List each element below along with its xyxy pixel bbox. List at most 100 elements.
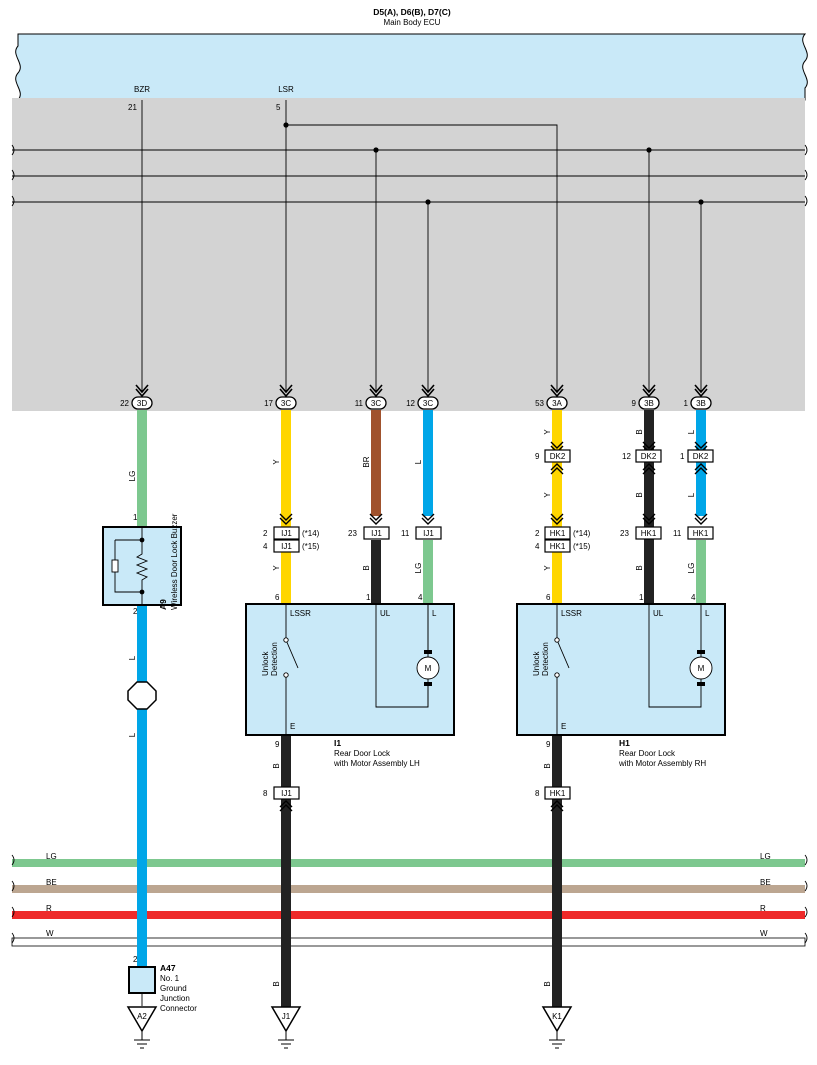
ecu-connector-pin: 12 [406, 399, 415, 408]
rh-motor-m: M [698, 664, 705, 673]
dk2-pin-1: 1 [680, 452, 685, 461]
bus-label-w-right: W [760, 929, 768, 938]
hk1-label-l: HK1 [693, 529, 709, 538]
label-y-5: Y [543, 565, 552, 571]
a47-line2: Ground [160, 984, 187, 993]
label-b-5: B [635, 492, 644, 497]
ij1-label-ul: IJ1 [371, 529, 382, 538]
ecu-connector-label: 3A [552, 399, 562, 408]
rh-unlock: Unlock [532, 651, 541, 676]
ecu-connector-pin: 22 [120, 399, 129, 408]
ecu-connector-label: 3B [696, 399, 706, 408]
label-b-2: B [272, 763, 281, 768]
ecu-connector-label: 3C [423, 399, 433, 408]
ecu-connector-3b-1: 3B1 [684, 384, 712, 410]
bus-label-r-right: R [760, 904, 766, 913]
dk2-connectors: DK2 9 DK2 12 DK2 1 [535, 441, 714, 475]
ij1-label-e: IJ1 [281, 789, 292, 798]
lh-pin-6: 6 [275, 593, 280, 602]
dk2-label-2: DK2 [641, 452, 657, 461]
lh-detection: Detection [270, 642, 279, 676]
a47-line3: Junction [160, 994, 190, 1003]
rh-label-lssr: LSSR [561, 609, 582, 618]
rh-name-1: Rear Door Lock [619, 749, 676, 758]
lh-label-lssr: LSSR [290, 609, 311, 618]
hk1-note-14: (*14) [573, 529, 591, 538]
lh-name-2: with Motor Assembly LH [333, 759, 420, 768]
buzzer-pin-2: 2 [133, 607, 138, 616]
ecu-pin-name-lsr: LSR [278, 85, 294, 94]
rh-label-e: E [561, 722, 566, 731]
buzzer-code: A9 [158, 599, 168, 610]
hk1-pin-23: 23 [620, 529, 629, 538]
rh-label-ul: UL [653, 609, 664, 618]
wires-over-bus [137, 850, 562, 1008]
bus-label-w-left: W [46, 929, 54, 938]
dk2-pin-12: 12 [622, 452, 631, 461]
lh-pin-9: 9 [275, 740, 280, 749]
hk1-label-ul: HK1 [641, 529, 657, 538]
label-l-5: L [687, 492, 696, 497]
a47-line4: Connector [160, 1004, 197, 1013]
ground-k1: K1 [552, 1012, 562, 1021]
label-l-3: L [414, 459, 423, 464]
hk1-label-b: HK1 [550, 542, 566, 551]
ecu-codes: D5(A), D6(B), D7(C) [373, 7, 451, 17]
a47-code: A47 [160, 963, 176, 973]
ecu-pin-name-bzr: BZR [134, 85, 150, 94]
rh-code: H1 [619, 738, 630, 748]
ecu-connector-pin: 11 [355, 399, 364, 408]
ecu-connector-label: 3B [644, 399, 654, 408]
hk1-label-a: HK1 [550, 529, 566, 538]
buzzer-a9: 1 2 A9 Wireless Door Lock Buzzer [102, 513, 182, 616]
lh-pin-1: 1 [366, 593, 371, 602]
ecu-connector-3b-9: 3B 9 [632, 384, 660, 410]
ij1-note-14: (*14) [302, 529, 320, 538]
dk2-pin-9: 9 [535, 452, 540, 461]
lh-name-1: Rear Door Lock [334, 749, 391, 758]
label-b-6: B [635, 565, 644, 570]
junction-dots [283, 122, 704, 205]
hk1-note-15: (*15) [573, 542, 591, 551]
a47-line1: No. 1 [160, 974, 180, 983]
ij1-hk1-connectors: IJ1 2 (*14) IJ1 4 (*15) IJ1 23 IJ1 11 HK… [263, 513, 714, 553]
label-br-1: BR [362, 456, 371, 467]
lh-code: I1 [334, 738, 341, 748]
lh-label-e: E [290, 722, 295, 731]
ecu-connector-pin: 9 [632, 399, 637, 408]
dk2-label-3: DK2 [693, 452, 709, 461]
ecu-connector-3d-22: 3D 22 [120, 384, 153, 410]
rh-pin-6: 6 [546, 593, 551, 602]
hk1-pin-8: 8 [535, 789, 540, 798]
label-b-8: B [543, 981, 552, 986]
label-y-2: Y [272, 565, 281, 571]
ecu-connector-label: 3C [371, 399, 381, 408]
ecu-connector-label: 3D [137, 399, 147, 408]
ij1-label-l: IJ1 [423, 529, 434, 538]
bus-label-r-left: R [46, 904, 52, 913]
bus-lines [11, 854, 808, 947]
ecu-connector-pin: 17 [264, 399, 273, 408]
lh-label-l: L [432, 609, 437, 618]
ground-j1: J1 [282, 1012, 291, 1021]
label-l-4: L [687, 429, 696, 434]
wire-color-labels: LG L L Y Y BR B L LG B B Y Y Y B B B L L… [128, 429, 696, 987]
hk1-pin-11: 11 [673, 529, 682, 538]
lh-unlock: Unlock [261, 651, 270, 676]
label-b-1: B [362, 565, 371, 570]
ecu-connector-3c-11: 3C 11 [355, 384, 387, 410]
lh-motor-m: M [425, 664, 432, 673]
ground-symbols [126, 1006, 573, 1033]
lh-pin-4: 4 [418, 593, 423, 602]
ground-junction-a47: 2 A47 No. 1 Ground Junction Connector [128, 955, 197, 1013]
hk1-pin-4: 4 [535, 542, 540, 551]
internal-wiring [12, 100, 805, 392]
ij1-note-15: (*15) [302, 542, 320, 551]
dk2-label-1: DK2 [550, 452, 566, 461]
bus-label-be-left: BE [46, 878, 57, 887]
